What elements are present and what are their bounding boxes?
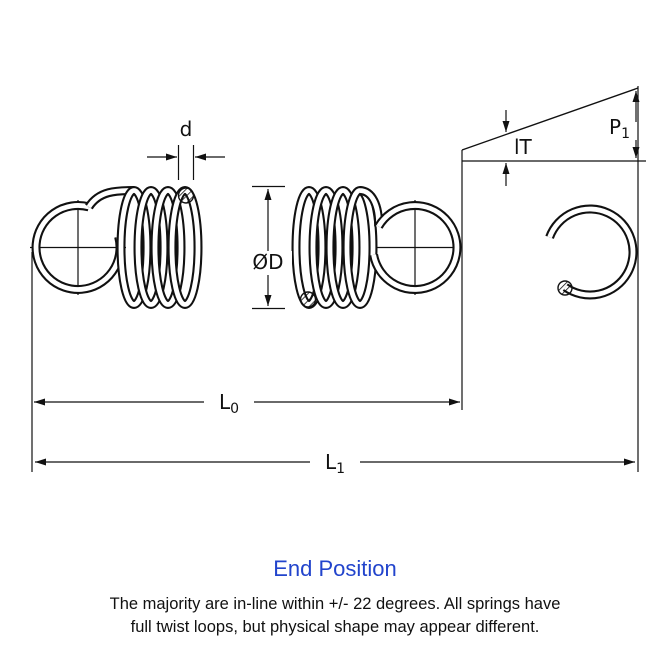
caption: The majority are in-line within +/- 22 d… xyxy=(0,593,670,639)
dim-label-l1-base: L xyxy=(325,450,337,474)
dim-label-p1-base: P xyxy=(609,115,621,139)
caption-line-2: full twist loops, but physical shape may… xyxy=(130,618,540,637)
dim-label-lt: lT xyxy=(514,135,533,159)
spring-diagram: d lT P1 ØD L0 L1 xyxy=(30,86,646,477)
wire-end-cut-right xyxy=(299,291,317,308)
dimension-labels: d lT P1 ØD L0 L1 xyxy=(180,115,630,477)
coil-body-right xyxy=(296,191,373,305)
wire-end-cut-left xyxy=(177,187,195,204)
caption-line-1: The majority are in-line within +/- 22 d… xyxy=(109,595,561,613)
wire-end-sections xyxy=(177,187,573,308)
dim-label-l1: L1 xyxy=(325,450,345,477)
end-position-label: End Position xyxy=(273,556,397,581)
dim-label-p1: P1 xyxy=(609,115,630,142)
end-position-diagonal xyxy=(461,87,639,151)
l1-label-background xyxy=(310,450,360,474)
od-label-background xyxy=(244,251,292,275)
wire-end-cut-far xyxy=(557,280,573,296)
l0-label-background xyxy=(204,390,254,414)
dim-label-l0: L0 xyxy=(219,390,239,417)
dim-label-od: ØD xyxy=(252,250,283,274)
dim-label-l0-base: L xyxy=(219,390,231,414)
spring-drawing xyxy=(36,188,633,307)
dim-label-l1-sub: 1 xyxy=(336,461,345,477)
dim-label-d: d xyxy=(180,117,193,141)
dim-label-l0-sub: 0 xyxy=(230,401,239,417)
dim-label-p1-sub: 1 xyxy=(621,126,630,142)
construction-lines xyxy=(30,86,646,472)
coil-body-left xyxy=(121,191,198,305)
